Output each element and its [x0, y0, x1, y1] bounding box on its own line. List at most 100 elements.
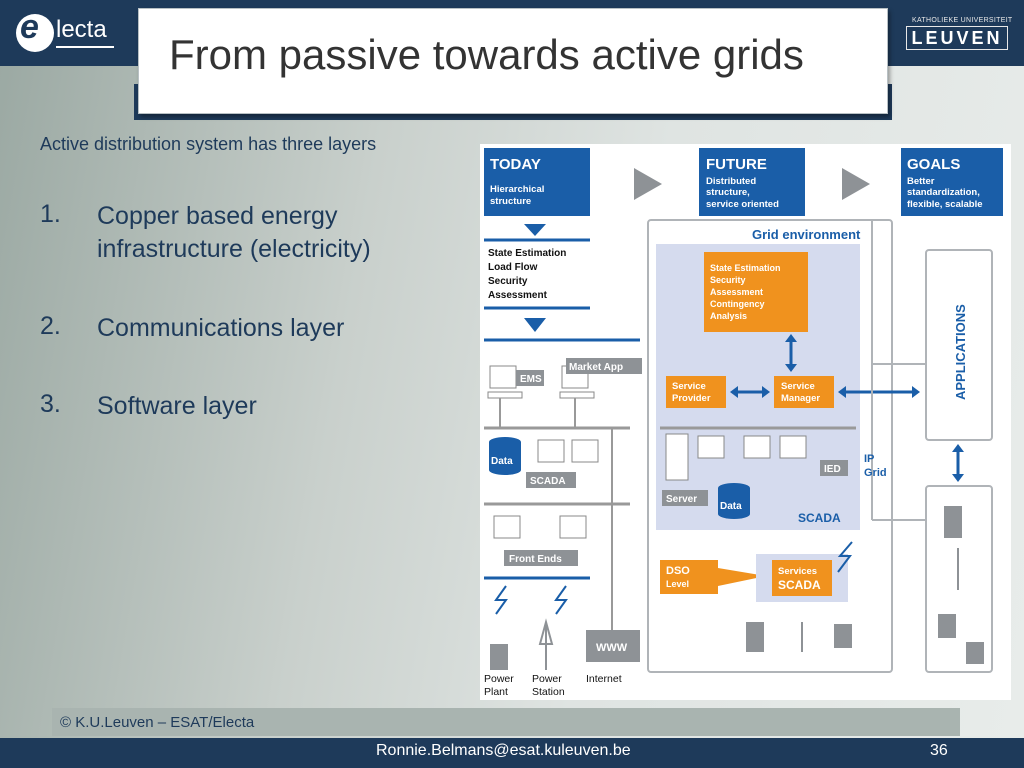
- scada-label-bg: [526, 472, 576, 488]
- grid-environment-frame: [647, 219, 893, 673]
- electa-logo: e lecta: [10, 8, 120, 58]
- arrow-head: [952, 474, 964, 482]
- keyboard-icon: [559, 391, 595, 399]
- today-title: TODAY: [490, 156, 541, 173]
- function-line: State Estimation: [488, 248, 566, 259]
- future-title: FUTURE: [706, 156, 767, 173]
- intro-text: Active distribution system has three lay…: [40, 134, 377, 154]
- lightning-icon: [554, 585, 568, 615]
- server-rack-icon: [665, 433, 689, 481]
- future-box: [699, 148, 805, 216]
- service-manager-label: Service: [781, 381, 815, 392]
- function-line: Security: [488, 276, 528, 287]
- copyright: © K.U.Leuven – ESAT/Electa: [60, 714, 255, 731]
- service-provider-label: Provider: [672, 393, 711, 404]
- pylon-icon: [938, 614, 956, 638]
- service-provider-label: Service: [672, 381, 706, 392]
- power-station-label: Station: [532, 686, 565, 698]
- ied-label: IED: [824, 464, 841, 475]
- www-box: [586, 630, 640, 662]
- server-label-bg: [662, 490, 708, 506]
- title-box: From passive towards active grids: [138, 8, 888, 114]
- dso-label: Level: [666, 579, 689, 589]
- goals-sub-line: Better: [907, 176, 935, 187]
- scada-right-label: SCADA: [798, 511, 841, 525]
- internet-label: Internet: [586, 673, 622, 685]
- arrow-head: [762, 386, 770, 398]
- future-sub-line: structure,: [706, 187, 750, 198]
- university-name-small: KATHOLIEKE UNIVERSITEIT: [912, 17, 1013, 24]
- functions-box: [704, 252, 808, 332]
- service-manager-label: Manager: [781, 393, 820, 404]
- arrow-head: [730, 386, 738, 398]
- computer-icon: [493, 515, 521, 539]
- computer-icon: [489, 365, 517, 389]
- list-number: 3.: [40, 390, 61, 418]
- dso-pointer: [718, 568, 766, 586]
- slide-title: From passive towards active grids: [169, 31, 804, 78]
- services-scada-box: [772, 560, 832, 596]
- bottom-bar: [0, 738, 1024, 768]
- arrow-head: [952, 444, 964, 452]
- lightning-icon: [494, 585, 508, 615]
- arrow-head: [785, 364, 797, 372]
- today-sub-line: Hierarchical: [490, 184, 544, 195]
- footer-strip: [52, 708, 960, 736]
- market-app-label-bg: [566, 358, 642, 374]
- ied-label-bg: [820, 460, 848, 476]
- house-icon: [966, 642, 984, 664]
- database-icon-base: [489, 465, 521, 475]
- data-right-label: Data: [720, 501, 742, 512]
- computer-icon: [697, 435, 725, 459]
- goals-sub-line: standardization,: [907, 187, 980, 198]
- goals-box: [901, 148, 1003, 216]
- computer-icon: [743, 435, 771, 459]
- function-line: State Estimation: [710, 263, 781, 273]
- dso-box: [660, 560, 718, 594]
- goals-title: GOALS: [907, 156, 960, 173]
- future-sub-line: service oriented: [706, 199, 779, 210]
- scada-label: SCADA: [530, 476, 566, 487]
- server-label: Server: [666, 494, 697, 505]
- front-ends-label-bg: [504, 550, 578, 566]
- ip-grid-label: IP: [864, 453, 874, 465]
- grid-evolution-diagram: TODAY Hierarchical structure FUTURE Dist…: [480, 144, 1011, 700]
- power-plant-label: Plant: [484, 686, 508, 698]
- list-number: 2.: [40, 312, 61, 340]
- keyboard-icon: [487, 391, 523, 399]
- function-line: Load Flow: [488, 262, 538, 273]
- applications-box: [925, 249, 993, 441]
- power-plant-label: Power: [484, 673, 514, 685]
- arrow-head: [785, 334, 797, 342]
- list-number: 1.: [40, 200, 61, 228]
- ems-label: EMS: [520, 374, 542, 385]
- today-box: [484, 148, 590, 216]
- list-text: Copper based energy infrastructure (elec…: [97, 202, 371, 263]
- services-label: SCADA: [778, 578, 821, 592]
- computer-icon: [537, 439, 565, 463]
- lightning-icon: [837, 541, 853, 573]
- list-text: Software layer: [97, 392, 257, 420]
- arrow-head: [838, 386, 846, 398]
- university-name: LEUVEN: [906, 26, 1008, 50]
- function-line: Assessment: [488, 290, 548, 301]
- power-plant-icon: [490, 644, 508, 670]
- logo-underline: [56, 46, 114, 48]
- dso-label: DSO: [666, 565, 690, 577]
- power-plant-icon: [944, 506, 962, 538]
- computer-icon: [779, 435, 807, 459]
- down-arrow-icon: [524, 318, 546, 332]
- logo-circle: [16, 14, 54, 52]
- services-label: Services: [778, 566, 817, 577]
- function-line: Assessment: [710, 287, 763, 297]
- logo-initial: e: [20, 8, 39, 46]
- applications-label: APPLICATIONS: [953, 304, 968, 400]
- computer-icon: [571, 439, 599, 463]
- www-label: WWW: [596, 642, 628, 654]
- function-line: Analysis: [710, 311, 747, 321]
- ip-grid-label: Grid: [864, 467, 887, 479]
- market-app-label: Market App: [569, 362, 623, 373]
- database-icon-base: [718, 509, 750, 519]
- progress-arrow: [842, 168, 870, 200]
- logo-text: lecta: [56, 16, 107, 43]
